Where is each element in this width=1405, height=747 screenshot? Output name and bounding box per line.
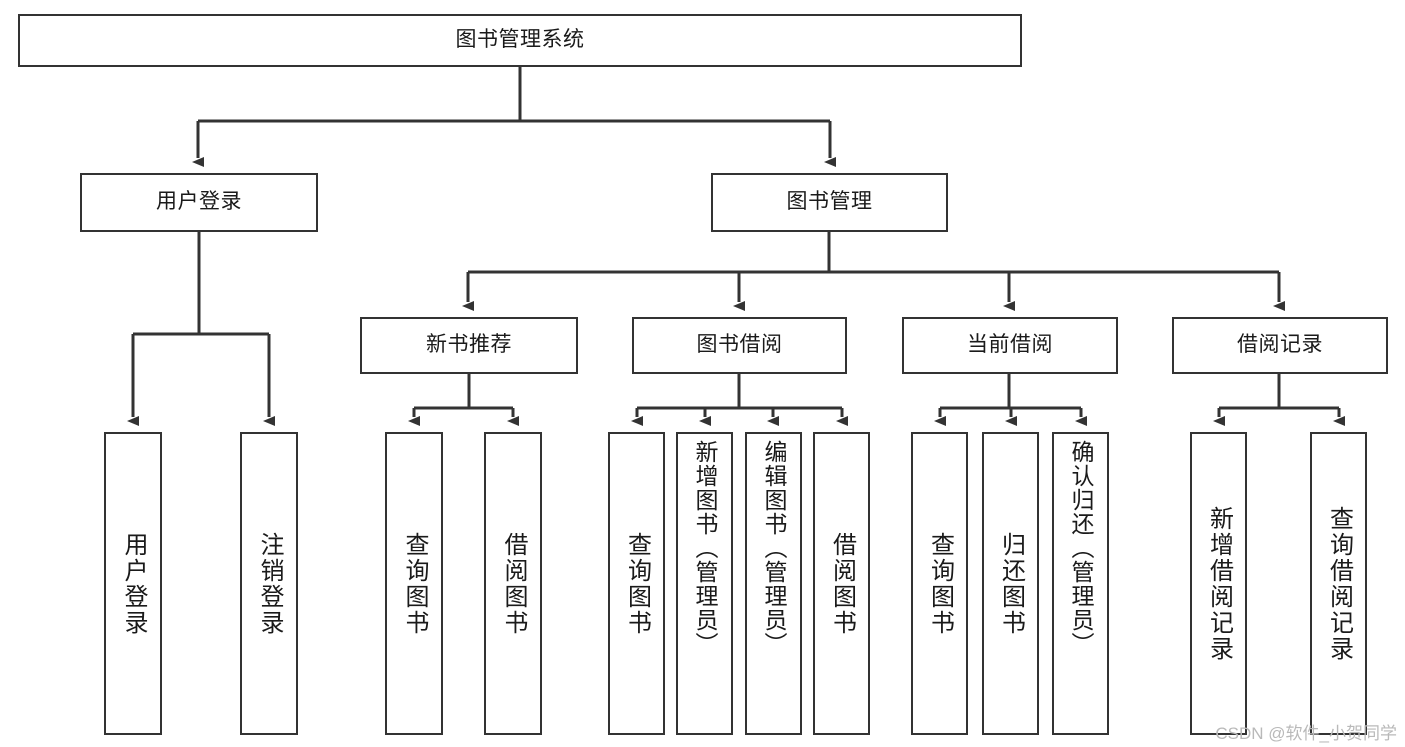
node-leaf-logout[interactable]: 注销登录 (240, 432, 298, 735)
node-leaf-add-book-label: 新增图书（管理员） (692, 440, 718, 656)
node-leaf-return-book-label: 归还图书 (997, 531, 1025, 636)
node-leaf-add-record[interactable]: 新增借阅记录 (1190, 432, 1247, 735)
edge-newbook-to-leaves (408, 374, 519, 426)
edge-borrowrecord-to-leaves (1213, 374, 1345, 426)
node-root[interactable]: 图书管理系统 (18, 14, 1022, 67)
node-leaf-add-record-label: 新增借阅记录 (1205, 505, 1233, 662)
node-leaf-edit-book-label: 编辑图书（管理员） (761, 440, 787, 656)
node-leaf-query-book-3[interactable]: 查询图书 (911, 432, 968, 735)
node-new-book-recommend[interactable]: 新书推荐 (360, 317, 578, 374)
node-leaf-query-book-3-label: 查询图书 (926, 531, 954, 636)
node-user-login[interactable]: 用户登录 (80, 173, 318, 232)
edge-bookborrow-to-leaves (631, 374, 848, 426)
node-leaf-query-record-label: 查询借阅记录 (1325, 505, 1353, 662)
node-leaf-user-login[interactable]: 用户登录 (104, 432, 162, 735)
node-current-borrow-label: 当前借阅 (967, 333, 1053, 357)
node-leaf-borrow-book-2[interactable]: 借阅图书 (813, 432, 870, 735)
node-current-borrow[interactable]: 当前借阅 (902, 317, 1118, 374)
node-root-label: 图书管理系统 (455, 28, 585, 52)
node-leaf-query-book-1[interactable]: 查询图书 (385, 432, 443, 735)
edge-bookmanage-to-level3 (462, 232, 1285, 311)
node-user-login-label: 用户登录 (156, 190, 242, 214)
edge-root-to-level2 (192, 67, 836, 167)
node-leaf-return-book[interactable]: 归还图书 (982, 432, 1039, 735)
node-leaf-query-record[interactable]: 查询借阅记录 (1310, 432, 1367, 735)
node-new-book-recommend-label: 新书推荐 (426, 333, 512, 357)
node-borrow-record[interactable]: 借阅记录 (1172, 317, 1388, 374)
node-book-manage-label: 图书管理 (786, 190, 873, 214)
node-leaf-edit-book[interactable]: 编辑图书（管理员） (745, 432, 802, 735)
node-book-borrow-label: 图书借阅 (696, 333, 783, 357)
node-book-borrow[interactable]: 图书借阅 (632, 317, 847, 374)
node-leaf-borrow-book-1[interactable]: 借阅图书 (484, 432, 542, 735)
node-borrow-record-label: 借阅记录 (1237, 333, 1323, 357)
node-leaf-user-login-label: 用户登录 (120, 531, 147, 636)
node-book-manage[interactable]: 图书管理 (711, 173, 948, 232)
node-leaf-confirm-return-label: 确认归还（管理员） (1068, 440, 1094, 656)
node-leaf-confirm-return[interactable]: 确认归还（管理员） (1052, 432, 1109, 735)
node-leaf-query-book-2-label: 查询图书 (623, 531, 651, 636)
node-leaf-add-book[interactable]: 新增图书（管理员） (676, 432, 733, 735)
edge-currentborrow-to-leaves (934, 374, 1087, 426)
node-leaf-query-book-2[interactable]: 查询图书 (608, 432, 665, 735)
node-leaf-borrow-book-2-label: 借阅图书 (828, 531, 856, 636)
edge-userlogin-to-leaves (127, 232, 275, 426)
node-leaf-query-book-1-label: 查询图书 (401, 531, 428, 636)
node-leaf-borrow-book-1-label: 借阅图书 (500, 531, 527, 636)
node-leaf-logout-label: 注销登录 (256, 531, 283, 636)
